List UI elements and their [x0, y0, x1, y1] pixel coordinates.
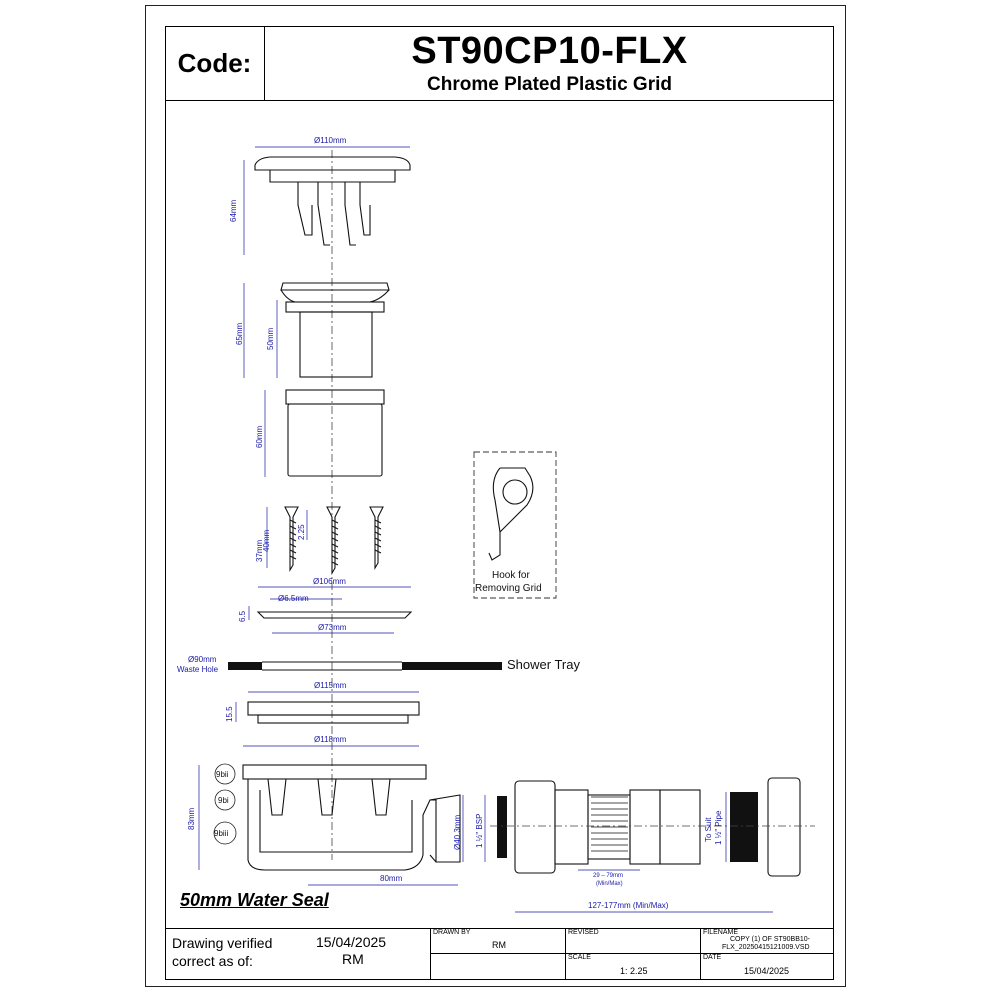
filename-label: FILENAME [703, 929, 739, 936]
drawn-by-value: RM [492, 940, 506, 950]
part-callout-9bi: 9bi [214, 789, 236, 811]
scale-label: SCALE [568, 954, 591, 961]
filename-line-2: FLX_20250415121009.VSD [722, 944, 810, 951]
verified-by: RM [342, 951, 364, 967]
flexible-connector [497, 777, 801, 877]
svg-text:9biii: 9biii [214, 829, 228, 838]
product-subtitle: Chrome Plated Plastic Grid [427, 74, 672, 95]
header-divider [165, 100, 834, 101]
date-label: DATE [703, 954, 722, 961]
dim-outlet-dia: Ø40.3mm [453, 815, 462, 850]
filename-line-1: COPY (1) OF ST90BB10- [730, 936, 811, 943]
water-seal-label: 50mm Water Seal [180, 890, 329, 910]
trap-body [242, 764, 461, 871]
part-callout-9bii: 9bii [214, 763, 236, 785]
dim-waste-hole-2: Waste Hole [177, 665, 219, 674]
drawn-by-label: DRAWN BY [433, 929, 471, 936]
dim-grid-dia: Ø110mm [314, 136, 347, 145]
svg-text:9bi: 9bi [218, 796, 229, 805]
scale-value: 1: 2.25 [620, 966, 648, 976]
date-value: 15/04/2025 [744, 966, 790, 976]
dim-screw-dia: 2.25 [297, 524, 306, 540]
verified-label-2: correct as of: [172, 953, 253, 969]
dim-trap-height: 83mm [187, 807, 196, 830]
flange-part [256, 611, 413, 619]
tb-revised-cell [565, 928, 701, 980]
hook-part [488, 467, 534, 561]
product-code: ST90CP10-FLX [411, 30, 688, 72]
hook-label-1: Hook for [492, 570, 530, 581]
hook-label-2: Removing Grid [475, 583, 542, 594]
dim-backnut-h: 15.5 [225, 706, 234, 722]
dim-sleeve-height: 60mm [255, 425, 264, 448]
dim-backnut-dia: Ø115mm [314, 681, 347, 690]
dim-flange-thick: 6.5 [238, 610, 247, 622]
dim-to-suit-1: To Suit [704, 817, 713, 842]
dim-trap-dia: Ø118mm [314, 735, 347, 744]
hook-detail-box [473, 451, 557, 599]
dim-waste-hole-1: Ø90mm [188, 655, 217, 664]
code-label: Code: [165, 26, 265, 101]
sleeve-part [285, 389, 385, 477]
dim-flex-range-2: (Min/Max) [596, 881, 623, 887]
dim-to-suit-2: 1 ½" Pipe [714, 810, 723, 845]
dim-total-range: 127-177mm (Min/Max) [588, 901, 669, 910]
tb-row-divider [565, 953, 834, 954]
dim-bsp: 1 ½" BSP [475, 814, 484, 848]
shower-tray [228, 661, 502, 671]
tb-row-divider-2 [430, 953, 566, 954]
dim-flange-inner: Ø73mm [318, 623, 347, 632]
label-shower-tray: Shower Tray [507, 657, 580, 672]
dim-screw-len1: 37mm [255, 539, 264, 562]
verified-date: 15/04/2025 [316, 934, 387, 950]
dim-outlet-len: 80mm [380, 874, 403, 883]
backnut-part [247, 701, 420, 724]
waste-body [280, 282, 390, 378]
verified-label-1: Drawing verified [172, 935, 273, 951]
dim-grid-height: 64mm [229, 199, 238, 222]
part-callout-9biii: 9biii [213, 821, 237, 845]
screws [284, 506, 384, 575]
dim-body-height: 65mm [235, 322, 244, 345]
dim-flange-dia: Ø106mm [313, 577, 346, 586]
dim-hole-dia: Ø6.5mm [278, 594, 309, 603]
svg-text:9bii: 9bii [216, 770, 229, 779]
revised-label: REVISED [568, 929, 599, 936]
drawing-sheet [145, 5, 846, 987]
dim-screw-len2: 40mm [262, 529, 271, 552]
grid-part [254, 156, 411, 246]
dim-flex-range-1: 29 – 79mm [593, 873, 623, 879]
dim-body-inner: 50mm [266, 327, 275, 350]
